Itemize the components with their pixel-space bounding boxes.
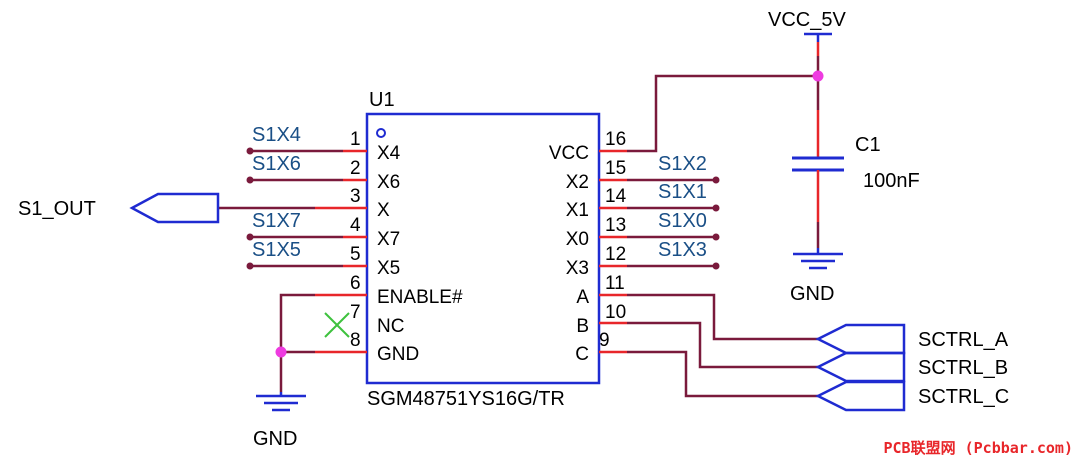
svg-text:12: 12 bbox=[605, 244, 626, 265]
nc-marker bbox=[324, 312, 350, 338]
svg-text:X4: X4 bbox=[377, 143, 401, 164]
svg-text:S1X2: S1X2 bbox=[658, 153, 707, 175]
output-ports bbox=[815, 323, 906, 412]
ic-body bbox=[365, 112, 601, 385]
right-wires bbox=[627, 74, 818, 398]
svg-text:S1X0: S1X0 bbox=[658, 210, 707, 232]
vcc-symbol bbox=[804, 32, 832, 42]
svg-text:X1: X1 bbox=[566, 200, 589, 221]
svg-text:X5: X5 bbox=[377, 258, 400, 279]
svg-text:SCTRL_C: SCTRL_C bbox=[918, 386, 1009, 408]
ic-part: SGM48751YS16G/TR bbox=[367, 388, 565, 410]
right-pin-names: VCC X2 X1 X0 X3 A B C bbox=[549, 143, 589, 365]
right-wire-ends bbox=[712, 176, 720, 270]
svg-text:ENABLE#: ENABLE# bbox=[377, 287, 463, 308]
left-pin-numbers: 1 2 3 4 5 6 7 8 bbox=[350, 129, 361, 351]
svg-text:7: 7 bbox=[350, 302, 361, 323]
svg-text:6: 6 bbox=[350, 273, 361, 294]
svg-text:10: 10 bbox=[605, 302, 626, 323]
gnd-symbol-cap bbox=[793, 248, 843, 270]
svg-text:15: 15 bbox=[605, 158, 626, 179]
left-pin-names: X4 X6 X X7 X5 ENABLE# NC GND bbox=[377, 143, 463, 365]
svg-text:S1X4: S1X4 bbox=[252, 124, 301, 146]
port-sctrl-a bbox=[815, 323, 906, 355]
svg-text:X2: X2 bbox=[566, 172, 589, 193]
watermark: PCB联盟网 (Pcbbar.com) bbox=[884, 439, 1074, 457]
svg-text:1: 1 bbox=[350, 129, 361, 150]
svg-text:SCTRL_B: SCTRL_B bbox=[918, 357, 1008, 379]
vcc-label: VCC_5V bbox=[768, 9, 846, 31]
svg-text:4: 4 bbox=[350, 215, 361, 236]
gnd-junction bbox=[275, 346, 287, 358]
left-pin-stubs bbox=[315, 149, 367, 354]
left-net-labels: S1X4 S1X6 S1X7 S1X5 bbox=[252, 124, 301, 261]
port-s1-out bbox=[129, 192, 220, 224]
svg-text:16: 16 bbox=[605, 129, 626, 150]
port-s1-out-label: S1_OUT bbox=[18, 198, 96, 220]
svg-text:S1X1: S1X1 bbox=[658, 181, 707, 203]
svg-text:3: 3 bbox=[350, 186, 361, 207]
port-sctrl-c bbox=[815, 380, 906, 412]
svg-text:S1X3: S1X3 bbox=[658, 239, 707, 261]
svg-text:S1X7: S1X7 bbox=[252, 210, 301, 232]
right-pin-stubs bbox=[599, 149, 627, 354]
svg-text:A: A bbox=[576, 287, 589, 308]
svg-text:2: 2 bbox=[350, 158, 361, 179]
svg-text:GND: GND bbox=[377, 344, 419, 365]
cap-value: 100nF bbox=[863, 170, 920, 192]
svg-text:B: B bbox=[576, 316, 589, 337]
vcc-junction bbox=[812, 70, 824, 82]
ic-ref: U1 bbox=[369, 89, 395, 111]
svg-text:9: 9 bbox=[599, 330, 610, 351]
svg-text:X: X bbox=[377, 200, 390, 221]
svg-text:X3: X3 bbox=[566, 258, 589, 279]
svg-text:X6: X6 bbox=[377, 172, 400, 193]
svg-text:5: 5 bbox=[350, 244, 361, 265]
svg-text:SCTRL_A: SCTRL_A bbox=[918, 329, 1009, 351]
svg-text:14: 14 bbox=[605, 186, 627, 207]
svg-text:S1X5: S1X5 bbox=[252, 239, 301, 261]
left-wires bbox=[218, 149, 343, 392]
left-wire-ends bbox=[246, 147, 254, 270]
svg-text:X7: X7 bbox=[377, 229, 400, 250]
svg-text:X0: X0 bbox=[566, 229, 589, 250]
right-net-labels: S1X2 S1X1 S1X0 S1X3 bbox=[658, 153, 707, 261]
svg-text:C: C bbox=[575, 344, 589, 365]
svg-text:S1X6: S1X6 bbox=[252, 153, 301, 175]
pin1-marker bbox=[376, 128, 386, 138]
port-sctrl-b bbox=[815, 351, 906, 383]
cap-ref: C1 bbox=[855, 134, 881, 156]
svg-text:NC: NC bbox=[377, 316, 404, 337]
svg-text:VCC: VCC bbox=[549, 143, 589, 164]
svg-text:8: 8 bbox=[350, 330, 361, 351]
svg-text:11: 11 bbox=[605, 273, 625, 294]
gnd-chip-label: GND bbox=[253, 428, 297, 450]
gnd-cap-label: GND bbox=[790, 283, 834, 305]
right-pin-numbers: 16 15 14 13 12 11 10 9 bbox=[599, 129, 627, 351]
gnd-symbol-chip bbox=[256, 394, 306, 412]
output-port-labels: SCTRL_A SCTRL_B SCTRL_C bbox=[918, 329, 1009, 408]
svg-text:13: 13 bbox=[605, 215, 626, 236]
